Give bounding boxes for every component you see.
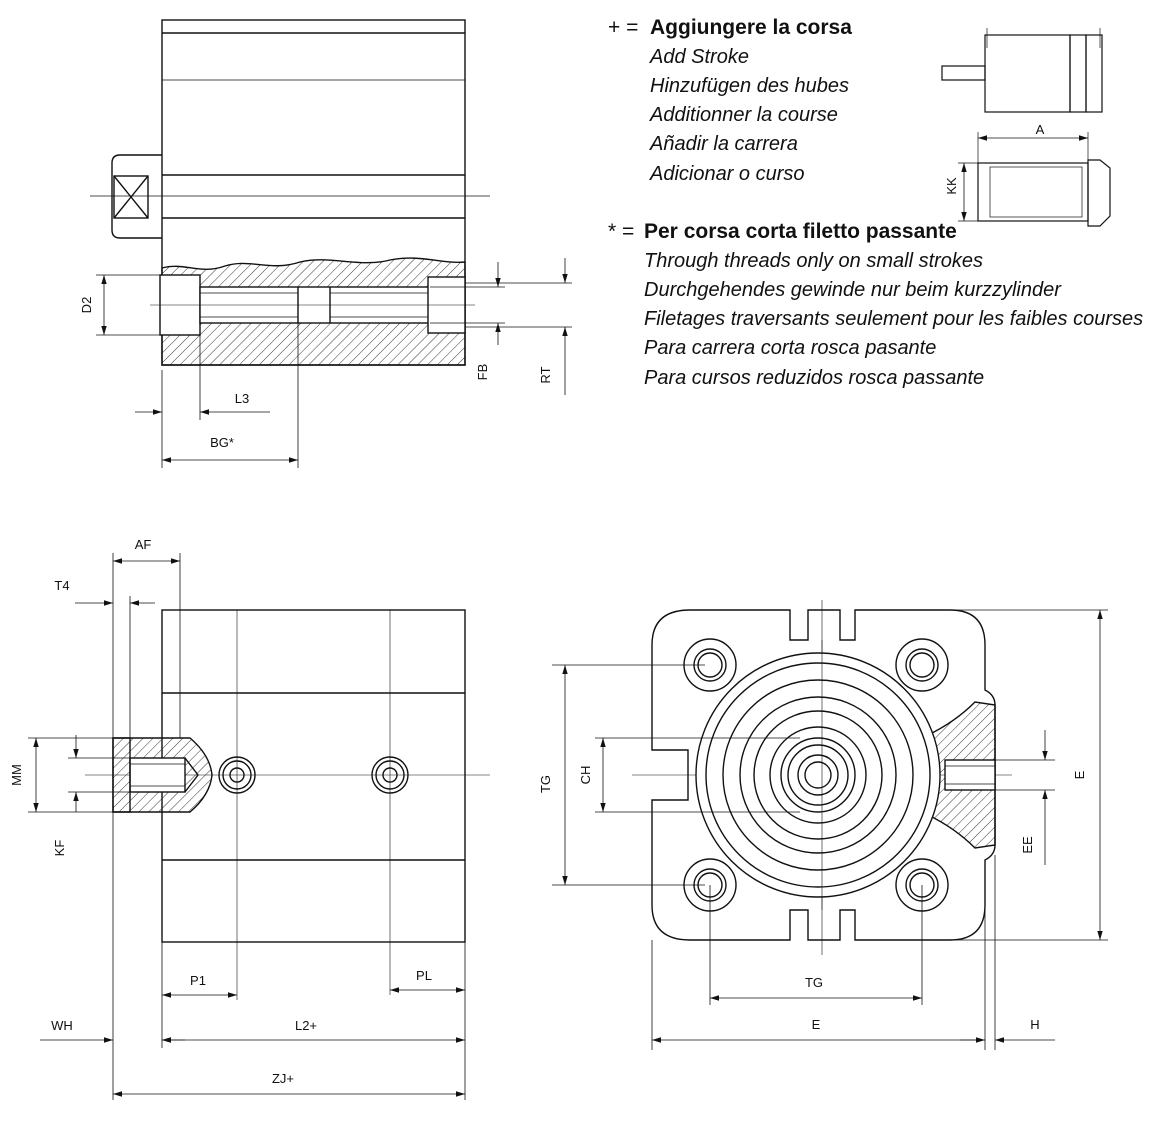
- legend-plus-line: Hinzufügen des hubes: [650, 75, 849, 97]
- dim-zj-label: ZJ+: [272, 1071, 294, 1086]
- top-dimensions: [96, 258, 572, 468]
- legend-star-line: Through threads only on small strokes: [644, 250, 983, 272]
- dim-af-label: AF: [135, 537, 152, 552]
- dim-rt-label: RT: [538, 366, 553, 383]
- end-dimensions: [552, 609, 1108, 1050]
- dim-kf-label: KF: [52, 840, 67, 857]
- dim-fb-label: FB: [475, 364, 490, 381]
- dim-a-label: A: [1036, 122, 1045, 137]
- end-view: [632, 600, 1012, 955]
- legend-plus-line: Adicionar o curso: [649, 163, 805, 185]
- dim-p1-label: P1: [190, 973, 206, 988]
- dim-h-label: H: [1030, 1017, 1039, 1032]
- side-dimensions: [28, 553, 466, 1100]
- top-section-view: [90, 19, 490, 366]
- dim-d2-label: D2: [79, 297, 94, 314]
- legend-star-line: Para carrera corta rosca pasante: [644, 337, 936, 359]
- dim-ee-label: EE: [1020, 836, 1035, 854]
- side-view: [85, 609, 490, 1000]
- legend-plus-line: Additionner la course: [649, 104, 838, 126]
- dim-l3-label: L3: [235, 391, 249, 406]
- dim-wh-label: WH: [51, 1018, 73, 1033]
- dim-bg-label: BG*: [210, 435, 234, 450]
- legend-star-title: Per corsa corta filetto passante: [644, 220, 957, 243]
- legend-star-symbol: * =: [608, 220, 634, 243]
- dim-pl-label: PL: [416, 968, 432, 983]
- rod-thread-view: [958, 132, 1111, 227]
- dim-ch-label: CH: [578, 766, 593, 785]
- legend: + = Aggiungere la corsa Add Stroke Hinzu…: [608, 16, 1143, 389]
- legend-plus-title: Aggiungere la corsa: [650, 16, 852, 39]
- dim-tg-horizontal-label: TG: [805, 975, 823, 990]
- dim-kk-label: KK: [944, 177, 959, 195]
- dim-t4-label: T4: [54, 578, 69, 593]
- legend-star-line: Para cursos reduzidos rosca passante: [644, 367, 984, 389]
- stroke-detail-view: [941, 28, 1103, 113]
- dim-e-vertical-label: E: [1072, 770, 1087, 779]
- legend-plus-line: Añadir la carrera: [649, 133, 798, 155]
- dim-e-horizontal-label: E: [812, 1017, 821, 1032]
- legend-plus-symbol: + =: [608, 16, 638, 39]
- dim-l2-label: L2+: [295, 1018, 317, 1033]
- dim-tg-vertical-label: TG: [538, 775, 553, 793]
- dim-mm-label: MM: [9, 764, 24, 786]
- legend-star-line: Filetages traversants seulement pour les…: [644, 308, 1143, 330]
- legend-star-line: Durchgehendes gewinde nur beim kurzzylin…: [644, 279, 1062, 301]
- legend-plus-line: Add Stroke: [649, 46, 749, 68]
